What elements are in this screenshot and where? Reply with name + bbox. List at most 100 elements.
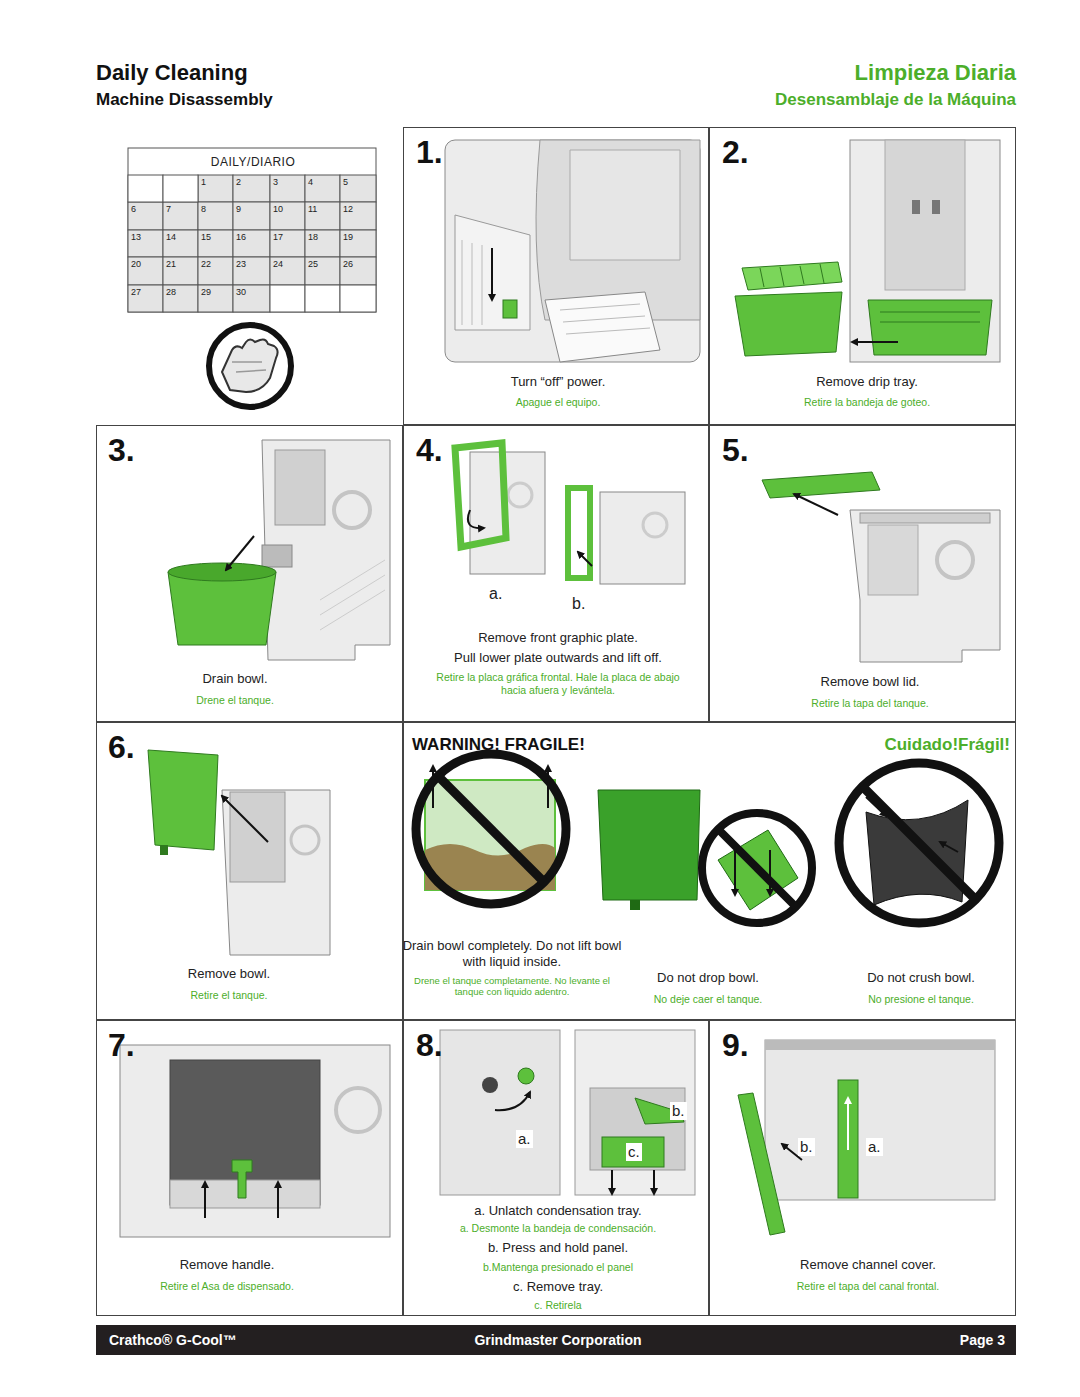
caption: Drene el tanque. [196, 694, 274, 707]
illustration-part [160, 845, 168, 855]
illustration-part [800, 266, 804, 284]
illustration-part [491, 248, 493, 300]
calendar-day: 15 [201, 232, 211, 243]
caption: a. Desmonte la bandeja de condensación. [460, 1222, 656, 1235]
illustration-part [334, 492, 370, 528]
illustration-part [305, 285, 340, 312]
caption: Remove channel cover. [800, 1257, 936, 1273]
illustration-part [611, 1170, 613, 1194]
illustration-part [305, 175, 340, 202]
illustration-part [128, 175, 163, 202]
calendar-day: 1 [201, 177, 206, 188]
illustration-part [233, 285, 270, 312]
illustration-part [568, 488, 590, 578]
calendar-day: 11 [308, 204, 317, 215]
warning-heading: WARNING! FRAGILE! [412, 735, 585, 755]
caption: Apague el equipo. [516, 396, 601, 409]
caption: Drene el tanque completamente. No levant… [410, 975, 615, 998]
caption: c. Remove tray. [513, 1279, 603, 1295]
caption: Do not drop bowl. [657, 970, 759, 986]
machine-bowl-lid [762, 472, 1000, 662]
calendar-day: 21 [166, 259, 176, 270]
header-label: Limpieza Diaria [855, 60, 1016, 86]
illustration-part [937, 542, 973, 578]
step-number: 2. [722, 133, 749, 171]
illustration-part [482, 1077, 498, 1093]
caption: Turn “off” power. [511, 374, 606, 390]
illustration-part [932, 200, 940, 214]
illustration-part [868, 525, 918, 595]
calendar-day: 22 [201, 259, 211, 270]
illustration-part [128, 257, 163, 285]
illustration-part [472, 243, 473, 325]
illustration-part [868, 300, 992, 355]
illustration-part [305, 230, 340, 257]
illustration-part [866, 800, 968, 905]
illustration-part [128, 148, 376, 312]
header-label: Machine Disassembly [96, 90, 273, 110]
calendar-day: 13 [131, 232, 141, 243]
illustration-part [468, 510, 484, 528]
illustration-part [128, 202, 163, 230]
callout-letter: a. [866, 1138, 883, 1156]
callout-letter: b. [572, 594, 585, 613]
illustration-part [566, 328, 650, 334]
step-number: 7. [108, 1026, 135, 1064]
calendar-day: 29 [201, 287, 211, 298]
caption: Retire el tanque. [190, 989, 267, 1002]
illustration-part [232, 1160, 252, 1198]
illustration-part [590, 1088, 685, 1170]
step-panel: 4.a.b.Remove front graphic plate.Pull lo… [403, 425, 709, 722]
illustration-part [438, 776, 544, 882]
step-number: 3. [108, 431, 135, 469]
warning-panel: WARNING! FRAGILE!Cuidado!Frágil!Drain bo… [403, 722, 1016, 1020]
illustration-part [226, 536, 254, 570]
calendar-day: 9 [236, 204, 241, 215]
illustration-part [912, 200, 920, 214]
warning-crush [839, 763, 999, 923]
caption: Retire la placa gráfica frontal. Hale la… [423, 671, 693, 696]
illustration-part [885, 140, 965, 290]
illustration-part [602, 1137, 664, 1167]
calendar-day: 14 [166, 232, 176, 243]
step-panel: 3.Drain bowl.Drene el tanque. [96, 425, 403, 722]
calendar-day: 12 [343, 204, 353, 215]
illustration-part [340, 175, 376, 202]
calendar-day: 2 [236, 177, 241, 188]
illustration-part [760, 268, 764, 287]
footer-bar: Crathco® G-Cool™Grindmaster CorporationP… [96, 1325, 1016, 1355]
machine-remove-bowl [148, 750, 330, 955]
illustration-part [760, 264, 824, 287]
illustration-part [495, 1092, 530, 1110]
illustration-part [305, 257, 340, 285]
calendar-day: 26 [343, 259, 353, 270]
illustration-part [340, 202, 376, 230]
warning-heading: Cuidado!Frágil! [884, 735, 1010, 755]
caption: Do not crush bowl. [867, 970, 975, 986]
illustration-part [128, 175, 376, 312]
illustration-part [232, 362, 266, 372]
illustration-part [128, 175, 376, 312]
step-panel: 9.b.a.Remove channel cover.Retire el tap… [709, 1020, 1016, 1316]
step-number: 1. [416, 133, 443, 171]
illustration-part [440, 1030, 560, 1195]
illustration-part [455, 443, 506, 547]
machine-graphic-plate [455, 443, 685, 584]
glove-icon [209, 325, 291, 407]
step-number: 5. [722, 431, 749, 469]
page-title: Daily Cleaning [96, 60, 248, 86]
illustration-part [340, 257, 376, 285]
illustration-part [291, 826, 319, 854]
illustration-part [163, 175, 198, 202]
illustration-part [198, 175, 233, 202]
illustration-part [198, 202, 233, 230]
calendar-table: DAILY/DIARIO [128, 148, 376, 312]
illustration-part [128, 285, 163, 312]
step-panel: 8.a.b.c.a. Unlatch condensation tray.a. … [403, 1020, 709, 1316]
illustration-part [880, 312, 980, 322]
illustration-part [718, 830, 798, 910]
illustration-part [880, 312, 980, 313]
illustration-part [598, 790, 700, 900]
calendar-day: 25 [308, 259, 318, 270]
